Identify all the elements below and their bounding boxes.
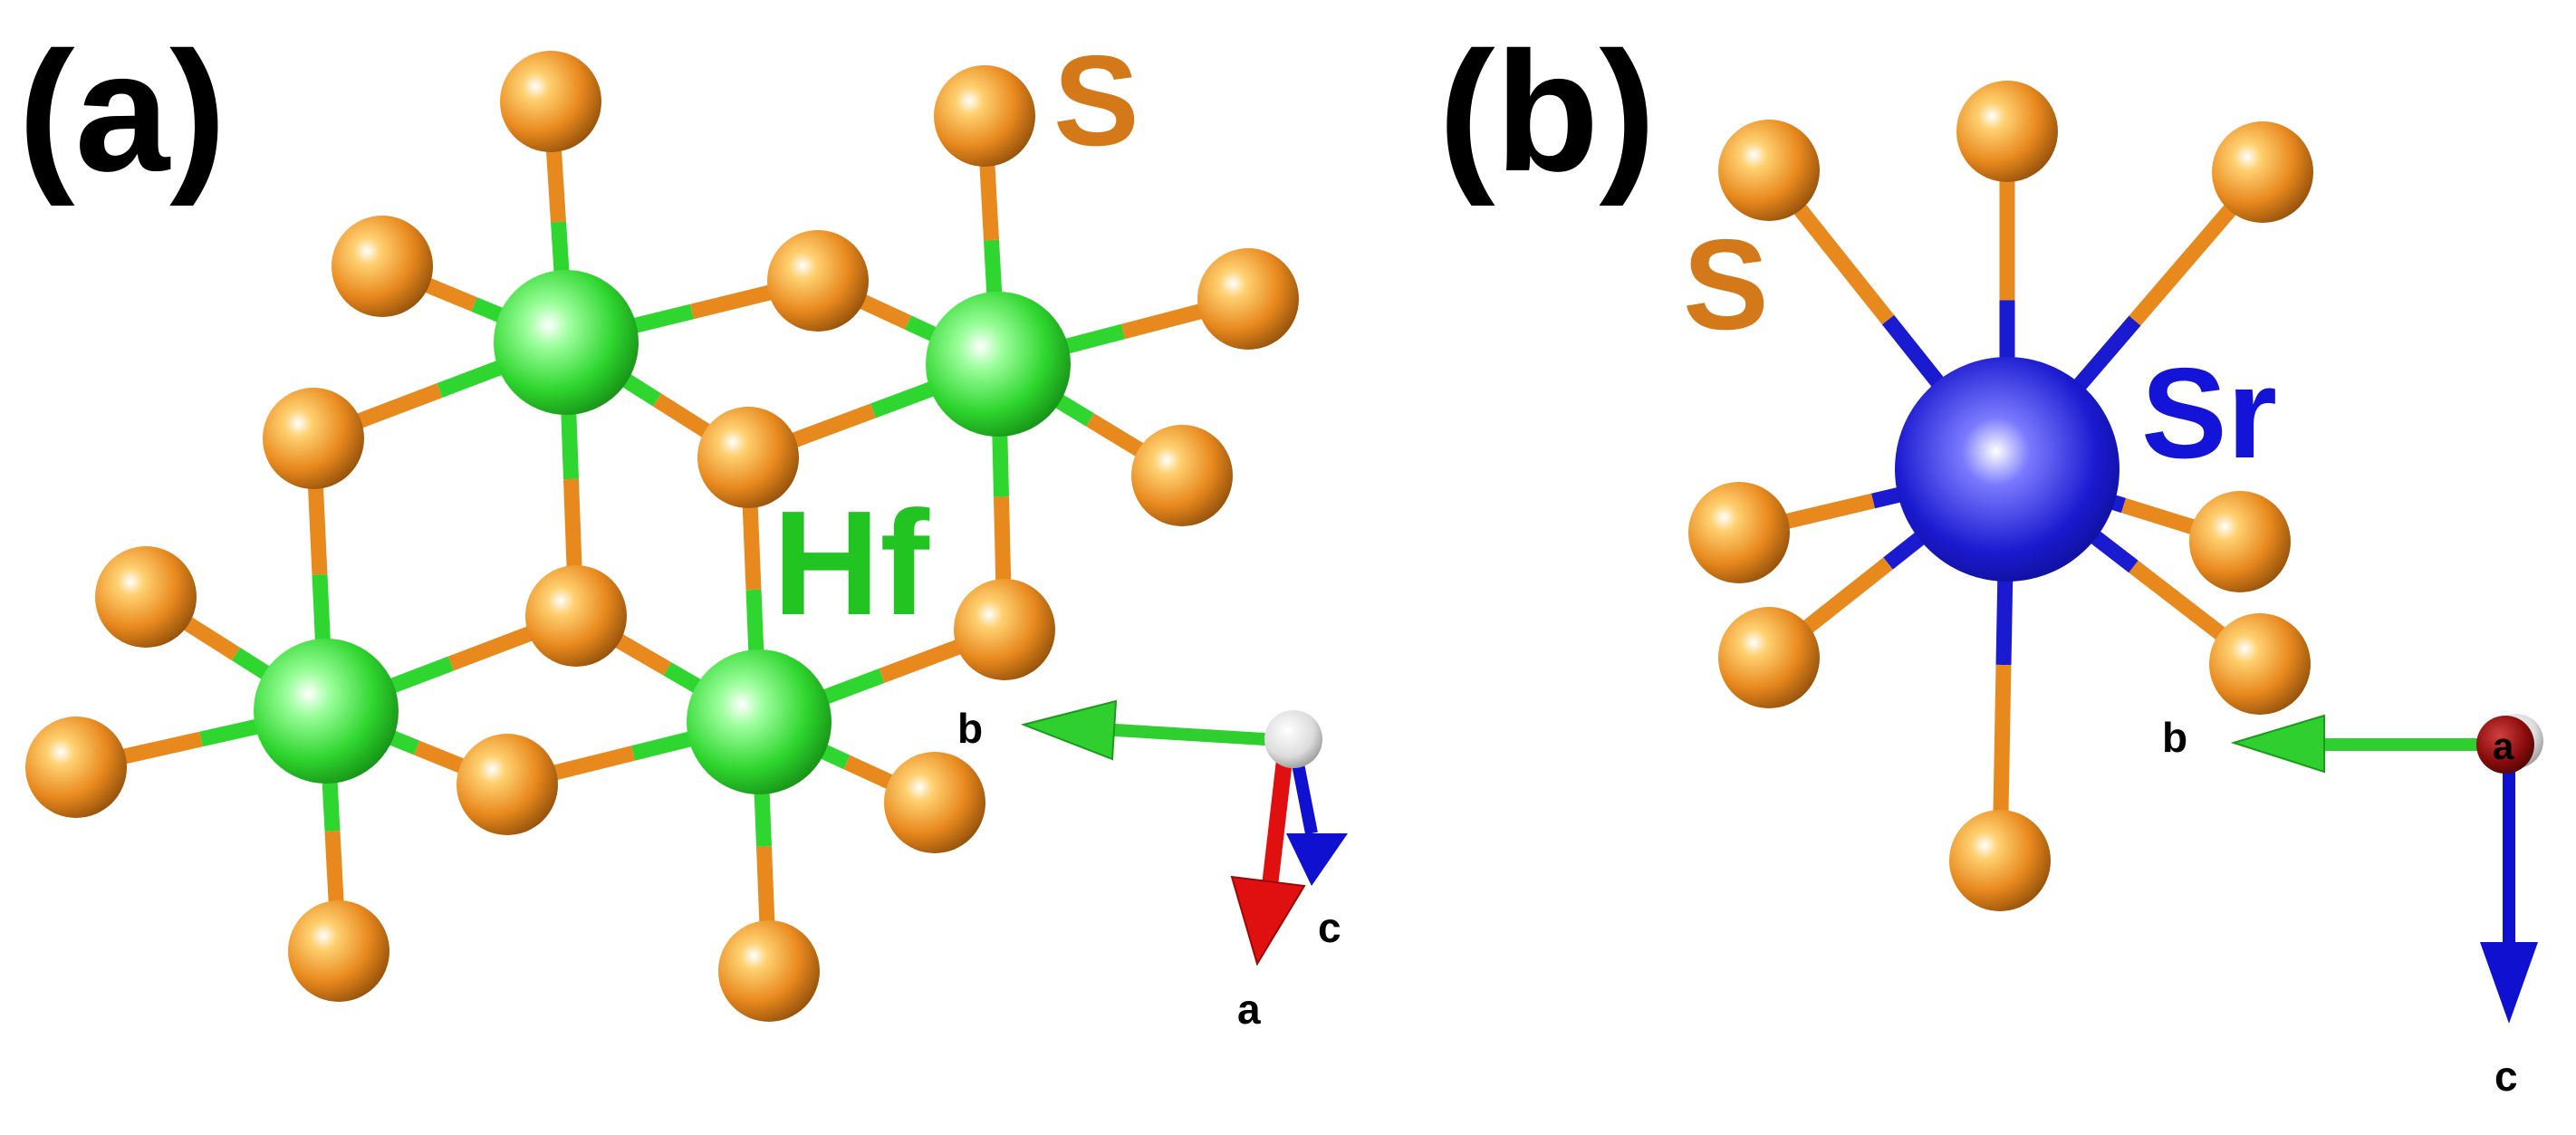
axis-a-arrowhead bbox=[1230, 875, 1306, 967]
sulfur-atom bbox=[95, 546, 197, 648]
panel-b-sr-structure bbox=[1688, 81, 2313, 911]
panel-b-axis-indicator: b a c bbox=[2162, 714, 2543, 1100]
sulfur-atom bbox=[1197, 248, 1299, 350]
sulfur-atom bbox=[1131, 425, 1233, 526]
sulfur-atom bbox=[2209, 613, 2311, 715]
panel-b-sulfur-label: S bbox=[1683, 213, 1769, 357]
sulfur-atom bbox=[525, 565, 627, 667]
panel-b-label: (b) bbox=[1438, 16, 1656, 207]
sulfur-atom bbox=[954, 579, 1055, 680]
sulfur-atom bbox=[718, 920, 820, 1022]
axis-b-arrowhead bbox=[2230, 714, 2325, 774]
axis-c-arrowhead bbox=[1286, 833, 1348, 886]
sulfur-atom bbox=[1956, 81, 2058, 182]
panel-a-sulfur-label: S bbox=[1053, 29, 1139, 173]
hafnium-atom bbox=[494, 270, 639, 415]
axis-c-label: c bbox=[1318, 904, 1341, 951]
sulfur-atom bbox=[2189, 491, 2291, 592]
panel-a-label: (a) bbox=[18, 16, 226, 207]
sulfur-atom bbox=[2212, 121, 2313, 223]
sulfur-atom bbox=[500, 51, 601, 152]
axis-a-label: a bbox=[2493, 725, 2514, 767]
panel-a-hafnium-label: Hf bbox=[773, 480, 929, 646]
axis-a-label: a bbox=[1237, 986, 1261, 1033]
axis-origin-sphere bbox=[1264, 710, 1322, 768]
sulfur-atom bbox=[884, 752, 985, 853]
sulfur-atom bbox=[1718, 607, 1820, 708]
sulfur-atom bbox=[934, 65, 1035, 167]
axis-a-end-sphere bbox=[2476, 716, 2534, 774]
axis-c-arrowhead bbox=[2480, 942, 2538, 1024]
strontium-atom bbox=[1895, 357, 2119, 582]
axis-a-shaft bbox=[1262, 743, 1294, 888]
sulfur-atom bbox=[263, 388, 364, 489]
axis-b-shaft bbox=[1110, 724, 1300, 747]
panel-a-hf-structure bbox=[25, 51, 1299, 1022]
sulfur-atom bbox=[25, 717, 127, 818]
sulfur-atom bbox=[457, 734, 558, 835]
sulfur-atom bbox=[332, 216, 433, 317]
axis-b-label: b bbox=[2162, 714, 2187, 761]
axis-b-arrowhead bbox=[1020, 699, 1118, 761]
sulfur-atom bbox=[1718, 120, 1820, 221]
sulfur-atom bbox=[288, 900, 389, 1002]
panel-b-strontium-label: Sr bbox=[2141, 341, 2277, 486]
sulfur-atom bbox=[1949, 810, 2051, 911]
hafnium-atom bbox=[687, 649, 831, 794]
sulfur-atom bbox=[1688, 482, 1790, 583]
panel-a-axis-indicator: b c a bbox=[957, 699, 1348, 1033]
sulfur-atom bbox=[767, 230, 869, 332]
axis-c-label: c bbox=[2494, 1053, 2518, 1100]
axis-b-label: b bbox=[957, 705, 983, 752]
sulfur-atom bbox=[697, 407, 799, 508]
hafnium-atom bbox=[926, 292, 1071, 437]
hafnium-atom bbox=[254, 639, 399, 784]
